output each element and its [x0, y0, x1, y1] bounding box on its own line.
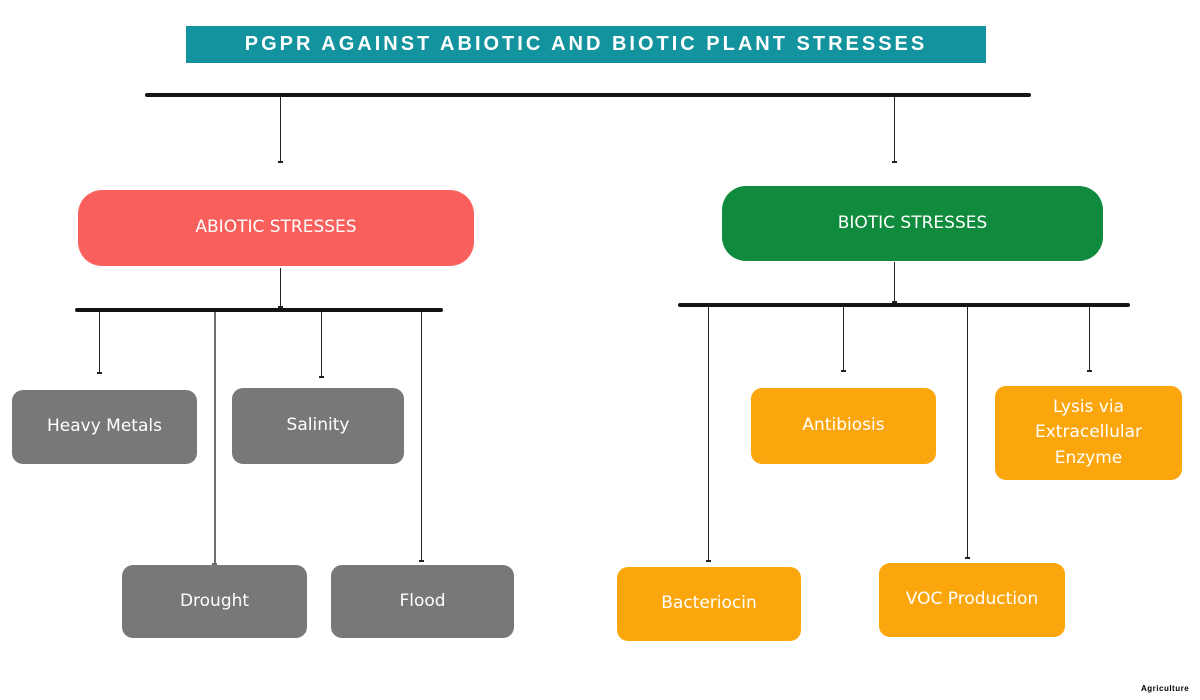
node-abiotic-stresses: ABIOTIC STRESSES [78, 190, 474, 266]
watermark-text: Agriculture [1141, 684, 1190, 693]
connector-to-salinity [319, 312, 324, 378]
connector-root-hline [145, 93, 1031, 97]
node-antibiosis: Antibiosis [751, 388, 936, 464]
node-abiotic-stresses-label: ABIOTIC STRESSES [195, 217, 357, 238]
node-voc-production: VOC Production [879, 563, 1065, 637]
connector-root-to-abiotic [278, 97, 283, 163]
node-lysis-extracellular-enzyme: Lysis via Extracellular Enzyme [995, 386, 1182, 480]
connector-to-voc-production [965, 307, 970, 559]
node-drought: Drought [122, 565, 307, 638]
node-bacteriocin-label: Bacteriocin [661, 593, 757, 614]
node-bacteriocin: Bacteriocin [617, 567, 801, 641]
node-lysis-label: Lysis via Extracellular Enzyme [1034, 396, 1143, 468]
connector-abiotic-hline [75, 308, 443, 312]
connector-to-drought [212, 312, 217, 565]
connector-root-to-biotic [892, 97, 897, 163]
connector-to-antibiosis [841, 307, 846, 372]
connector-to-lysis [1087, 307, 1092, 372]
node-flood-label: Flood [399, 590, 446, 611]
connector-to-heavy-metals [97, 312, 102, 374]
node-voc-production-label: VOC Production [905, 589, 1039, 610]
title-banner: PGPR AGAINST ABIOTIC AND BIOTIC PLANT ST… [186, 26, 986, 63]
connector-abiotic-stub [278, 268, 283, 308]
node-salinity-label: Salinity [286, 415, 350, 436]
node-biotic-stresses: BIOTIC STRESSES [722, 186, 1103, 261]
connector-to-bacteriocin [706, 307, 711, 562]
connector-biotic-stub [892, 262, 897, 303]
node-flood: Flood [331, 565, 514, 638]
node-drought-label: Drought [179, 590, 250, 611]
node-antibiosis-label: Antibiosis [802, 415, 885, 436]
node-heavy-metals-label: Heavy Metals [47, 416, 162, 437]
node-biotic-stresses-label: BIOTIC STRESSES [837, 212, 988, 233]
connector-to-flood [419, 312, 424, 562]
node-heavy-metals: Heavy Metals [12, 390, 197, 464]
connector-biotic-hline [678, 303, 1130, 307]
node-salinity: Salinity [232, 388, 404, 464]
